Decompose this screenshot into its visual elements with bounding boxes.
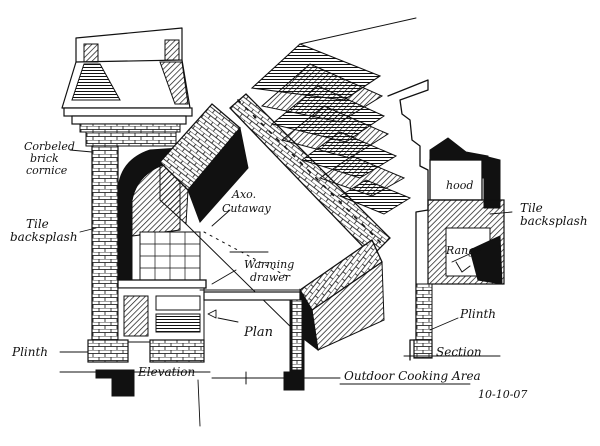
label-vent-1: Vent	[448, 165, 474, 178]
label-tile-left-2: backsplash	[10, 230, 78, 244]
annotation-labels: Corbeled brick cornice Tile backsplash P…	[10, 140, 588, 401]
label-date: 10-10-07	[478, 388, 527, 401]
label-warming-2: drawer	[250, 271, 291, 284]
label-corbeled-3: cornice	[26, 164, 68, 177]
label-corbeled-1: Corbeled	[24, 140, 75, 153]
label-vent-2: hood	[446, 179, 473, 192]
label-plinth-right: Plinth	[459, 307, 496, 321]
label-tile-left-1: Tile	[26, 217, 49, 231]
label-range: Range	[445, 244, 482, 257]
label-warming-1: Warming	[244, 258, 294, 271]
label-tile-right-2: backsplash	[520, 214, 588, 228]
section-drawing	[250, 17, 513, 361]
label-title: Outdoor Cooking Area	[344, 369, 481, 383]
elevation-drawing	[59, 27, 211, 397]
axo-cutaway-drawing	[159, 93, 391, 391]
label-section: Section	[436, 345, 482, 359]
label-plan: Plan	[243, 325, 273, 340]
label-axo-2: Cutaway	[222, 202, 271, 215]
label-tile-right-1: Tile	[520, 201, 543, 215]
label-corbeled-2: brick	[30, 152, 59, 165]
label-plinth-left: Plinth	[11, 345, 48, 359]
label-elevation: Elevation	[137, 365, 195, 379]
leader-lines-left	[59, 149, 201, 427]
label-axo-1: Axo.	[231, 188, 256, 201]
